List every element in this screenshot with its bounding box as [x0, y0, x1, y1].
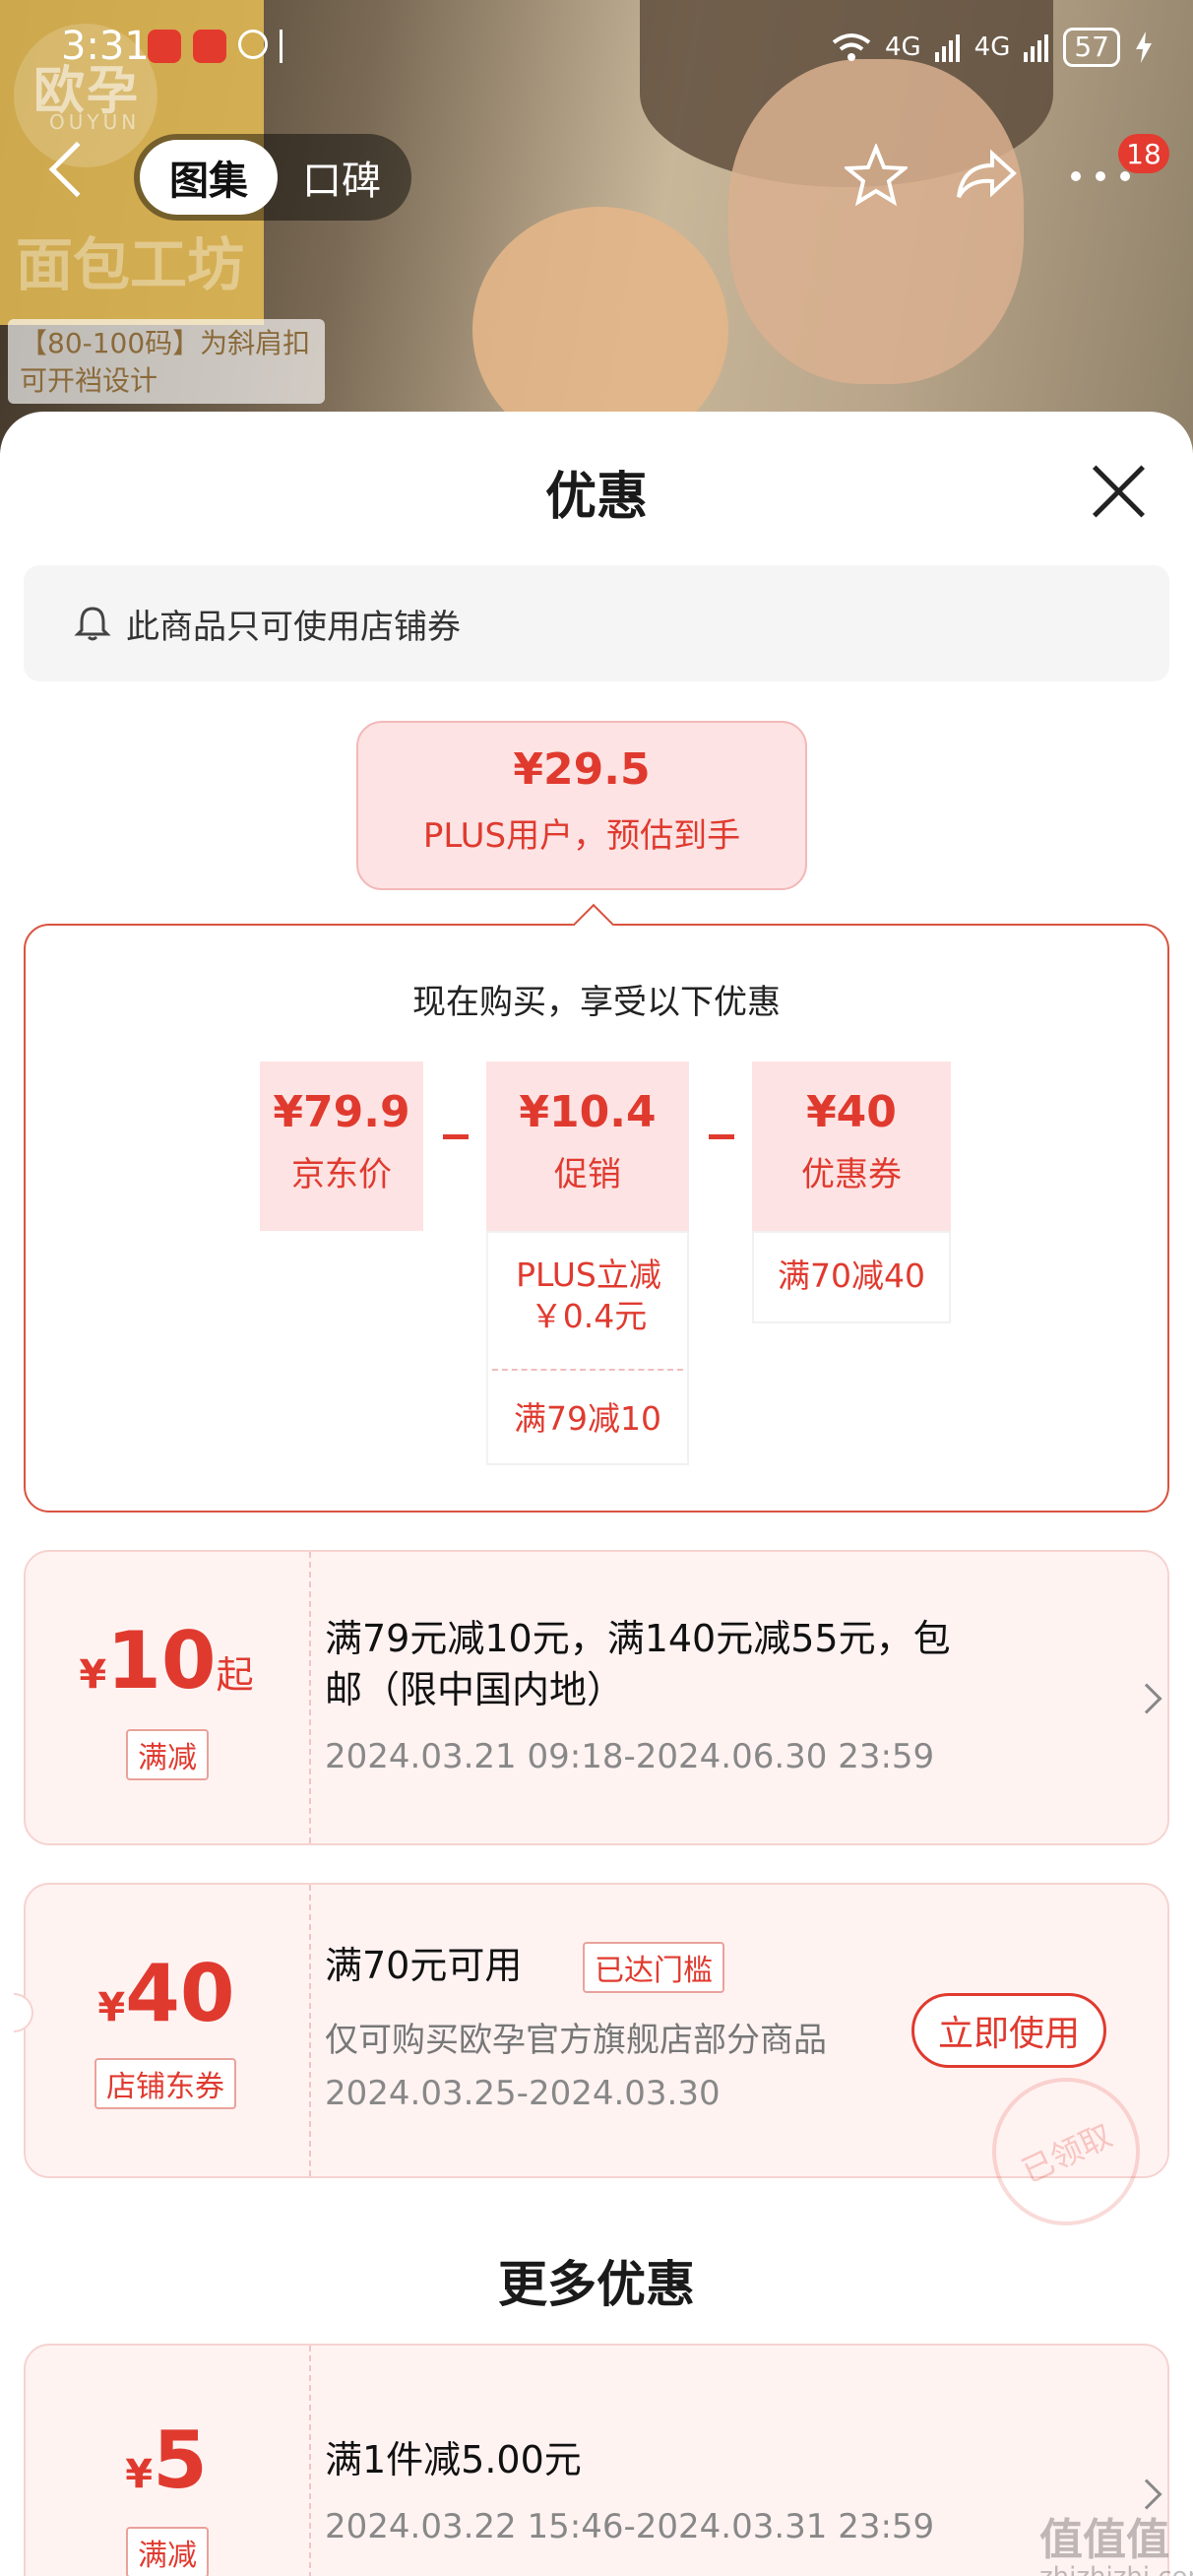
share-icon[interactable]	[955, 148, 1018, 203]
coupon-notice: 此商品只可使用店铺券	[24, 565, 1169, 681]
network-type-a: 4G	[884, 32, 921, 62]
discount-coupon-card[interactable]	[24, 1550, 1169, 1845]
bluetooth-icon	[280, 30, 299, 63]
amount-suffix: 起	[216, 1653, 254, 1697]
status-bar: 3:31 4G 4G 57	[0, 0, 1193, 98]
amount-value: 10	[106, 1615, 217, 1707]
app-notification-icon	[193, 30, 226, 63]
promotion-cell: ¥10.4 促销	[486, 1062, 689, 1231]
close-icon[interactable]	[1091, 463, 1146, 518]
wifi-icon	[832, 33, 871, 61]
brand-logo-text: 欧孕	[33, 62, 141, 121]
coupon-label: 优惠券	[801, 1155, 902, 1194]
tab-gallery[interactable]: 图集	[140, 140, 278, 215]
status-time: 3:31	[61, 24, 150, 69]
amount-value: 40	[125, 1948, 235, 2039]
coupon-amount: ¥40	[24, 1948, 309, 2039]
estimated-price-card: ¥29.5 PLUS用户，预估到手	[356, 721, 807, 890]
minus-sign	[709, 1134, 734, 1139]
coupon-title: 满79元减10元，满140元减55元，包邮（限中国内地）	[325, 1617, 951, 1711]
bell-icon	[74, 607, 111, 641]
coupon-type-tag: 店铺东券	[94, 2058, 236, 2109]
watermark: 值值值 zhizhizhi.com	[1039, 2519, 1193, 2576]
signal-icon	[1024, 34, 1049, 62]
favorite-star-icon[interactable]	[845, 144, 908, 207]
coupon-validity: 2024.03.22 15:46-2024.03.31 23:59	[325, 2507, 935, 2546]
jd-price-cell: ¥79.9 京东价	[260, 1062, 423, 1231]
message-count-badge: 18	[1118, 134, 1169, 173]
discount-coupon-card[interactable]	[24, 2344, 1169, 2576]
signal-icon	[934, 34, 960, 62]
promotion-details	[486, 1231, 689, 1465]
app-notification-icon	[148, 30, 181, 63]
charging-icon	[1136, 32, 1152, 63]
coupon-type-tag: 满减	[126, 1729, 209, 1780]
amount-value: 5	[153, 2415, 208, 2506]
estimated-price: ¥29.5	[513, 744, 651, 795]
network-type-b: 4G	[973, 32, 1011, 62]
jd-price-value: ¥79.9	[273, 1087, 410, 1137]
coupon-value: ¥40	[806, 1087, 897, 1137]
coupon-amount: ¥5	[24, 2415, 309, 2506]
more-options-icon[interactable]	[1069, 169, 1132, 183]
watermark-logo: 值值值	[1039, 2515, 1169, 2565]
more-offers-title: 更多优惠	[498, 2256, 695, 2313]
minus-sign	[443, 1134, 469, 1139]
speed-icon	[238, 30, 268, 59]
threshold-met-tag: 已达门槛	[583, 1942, 724, 1993]
currency-symbol: ¥	[125, 2452, 154, 2497]
coupon-title: 满1件减5.00元	[325, 2438, 582, 2481]
coupon-description: 仅可购买欧孕官方旗舰店部分商品	[325, 2021, 827, 2060]
promotion-value: ¥10.4	[519, 1087, 657, 1137]
tab-reviews[interactable]: 口碑	[302, 159, 381, 204]
battery-indicator: 57	[1063, 28, 1120, 67]
promotion-label: 促销	[554, 1155, 621, 1194]
coupon-validity: 2024.03.21 09:18-2024.06.30 23:59	[325, 1737, 935, 1776]
notice-text: 此商品只可使用店铺券	[126, 607, 461, 647]
coupon-type-tag: 满减	[126, 2527, 209, 2576]
watermark-url: zhizhizhi.com	[1039, 2562, 1193, 2576]
coupon-validity: 2024.03.25-2024.03.30	[325, 2074, 721, 2113]
currency-symbol: ¥	[79, 1652, 107, 1698]
currency-symbol: ¥	[97, 1985, 126, 2030]
plus-discount-detail: PLUS立减 ￥0.4元	[516, 1256, 661, 1335]
use-now-button[interactable]: 立即使用	[911, 1993, 1106, 2068]
jd-price-label: 京东价	[291, 1155, 392, 1194]
brand-logo-subtext: OUYUN	[49, 110, 141, 134]
coupon-title: 满70元可用	[325, 1944, 523, 1987]
gallery-review-switch: 图集 口碑	[134, 134, 411, 221]
product-promo-text: 【80-100码】为斜肩扣可开裆设计	[8, 319, 325, 404]
coupon-cell: ¥40 优惠券	[752, 1062, 951, 1231]
breakdown-heading: 现在购买，享受以下优惠	[412, 983, 781, 1022]
sheet-title: 优惠	[544, 468, 648, 527]
product-series-text: 面包工坊	[16, 231, 245, 298]
notification-icons	[148, 30, 299, 63]
promotion-threshold-detail: 满79减10	[514, 1399, 661, 1438]
price-breakdown: 现在购买，享受以下优惠	[24, 903, 1169, 1513]
estimated-price-label: PLUS用户，预估到手	[422, 816, 741, 856]
coupon-amount: ¥10起	[24, 1615, 309, 1707]
coupon-detail: 满70减40	[752, 1231, 951, 1323]
